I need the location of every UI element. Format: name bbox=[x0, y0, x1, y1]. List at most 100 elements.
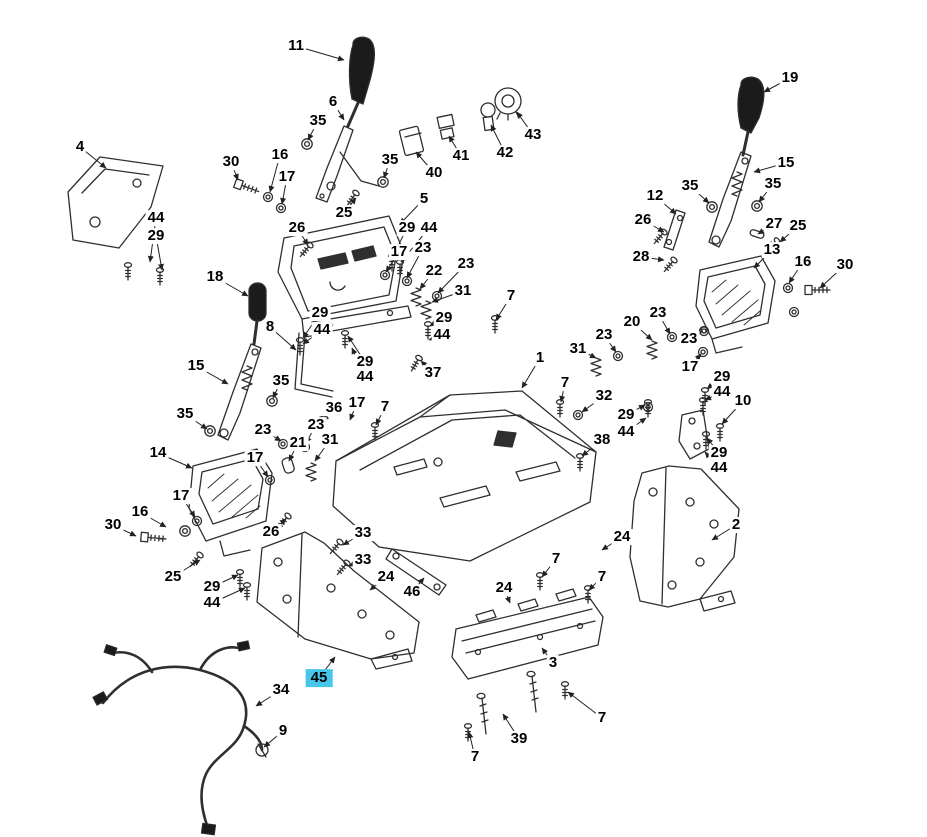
callout-22: 22 bbox=[423, 262, 445, 280]
callout-7: 7 bbox=[504, 287, 518, 305]
part-41-connector bbox=[436, 113, 455, 140]
callout-44: 44 bbox=[311, 321, 333, 339]
callout-44: 44 bbox=[615, 423, 637, 441]
callout-9: 9 bbox=[276, 722, 290, 740]
callout-1: 1 bbox=[533, 349, 547, 367]
callout-21: 21 bbox=[287, 434, 309, 452]
part-5-console-bracket bbox=[277, 215, 405, 338]
callout-35: 35 bbox=[379, 151, 401, 169]
callout-17: 17 bbox=[276, 168, 298, 186]
callout-29: 29 bbox=[615, 406, 637, 424]
callout-35: 35 bbox=[679, 177, 701, 195]
callout-7: 7 bbox=[378, 398, 392, 416]
callout-13: 13 bbox=[761, 241, 783, 259]
callout-26: 26 bbox=[632, 211, 654, 229]
part-15-lever-right bbox=[708, 151, 752, 248]
callout-33: 33 bbox=[352, 524, 374, 542]
part-13-bracket bbox=[695, 255, 776, 354]
part-6-lever bbox=[315, 125, 380, 203]
callout-24: 24 bbox=[375, 568, 397, 586]
part-43-ignition-switch bbox=[494, 87, 522, 121]
callout-14: 14 bbox=[147, 444, 169, 462]
callout-7: 7 bbox=[549, 550, 563, 568]
callout-15: 15 bbox=[185, 357, 207, 375]
callout-7: 7 bbox=[558, 374, 572, 392]
callout-25: 25 bbox=[333, 204, 355, 222]
callout-40: 40 bbox=[423, 164, 445, 182]
callout-4: 4 bbox=[73, 138, 87, 156]
part-45-side-plate bbox=[256, 531, 420, 670]
callout-3: 3 bbox=[546, 654, 560, 672]
part-11-shift-handle bbox=[346, 36, 376, 128]
callout-25: 25 bbox=[787, 217, 809, 235]
part-3-plate bbox=[451, 588, 604, 680]
callout-25: 25 bbox=[162, 568, 184, 586]
callout-29: 29 bbox=[708, 444, 730, 462]
callout-8: 8 bbox=[263, 318, 277, 336]
callout-17: 17 bbox=[346, 394, 368, 412]
part-19-handle bbox=[737, 76, 765, 157]
callout-44: 44 bbox=[418, 219, 440, 237]
callout-16: 16 bbox=[129, 503, 151, 521]
callout-17: 17 bbox=[388, 243, 410, 261]
callout-29: 29 bbox=[396, 219, 418, 237]
callout-23: 23 bbox=[647, 304, 669, 322]
callout-31: 31 bbox=[567, 340, 589, 358]
callout-31: 31 bbox=[452, 282, 474, 300]
callout-12: 12 bbox=[644, 187, 666, 205]
callout-19: 19 bbox=[779, 69, 801, 87]
callout-33: 33 bbox=[352, 551, 374, 569]
part-4-bracket bbox=[67, 156, 164, 249]
callout-35: 35 bbox=[174, 405, 196, 423]
callout-37: 37 bbox=[422, 364, 444, 382]
callout-7: 7 bbox=[595, 568, 609, 586]
callout-17: 17 bbox=[244, 449, 266, 467]
callout-26: 26 bbox=[260, 523, 282, 541]
part-2-side-plate bbox=[629, 465, 740, 612]
callout-45: 45 bbox=[305, 669, 333, 687]
callout-34: 34 bbox=[270, 681, 292, 699]
callout-28: 28 bbox=[630, 248, 652, 266]
callout-15: 15 bbox=[775, 154, 797, 172]
callout-29: 29 bbox=[201, 578, 223, 596]
callout-29: 29 bbox=[711, 368, 733, 386]
callout-42: 42 bbox=[494, 144, 516, 162]
part-18-knob bbox=[248, 282, 267, 346]
callout-17: 17 bbox=[170, 487, 192, 505]
callout-23: 23 bbox=[412, 239, 434, 257]
callout-31: 31 bbox=[319, 431, 341, 449]
callout-44: 44 bbox=[708, 459, 730, 477]
part-42-key bbox=[480, 102, 496, 132]
callout-24: 24 bbox=[611, 528, 633, 546]
part-10-bracket bbox=[678, 409, 710, 460]
part-40-switch bbox=[398, 125, 425, 157]
callout-20: 20 bbox=[621, 313, 643, 331]
callout-44: 44 bbox=[354, 368, 376, 386]
callout-35: 35 bbox=[270, 372, 292, 390]
callout-2: 2 bbox=[729, 516, 743, 534]
part-12-bracket bbox=[663, 209, 686, 251]
callout-7: 7 bbox=[468, 748, 482, 766]
part-21-spacer bbox=[281, 457, 295, 474]
callout-30: 30 bbox=[102, 516, 124, 534]
callout-46: 46 bbox=[401, 583, 423, 601]
callout-29: 29 bbox=[309, 304, 331, 322]
part-15-lever-left bbox=[217, 343, 262, 441]
callout-32: 32 bbox=[593, 387, 615, 405]
callout-29: 29 bbox=[354, 353, 376, 371]
callout-35: 35 bbox=[307, 112, 329, 130]
part-1-console bbox=[332, 390, 597, 562]
callout-23: 23 bbox=[678, 330, 700, 348]
callout-7: 7 bbox=[595, 709, 609, 727]
callout-39: 39 bbox=[508, 730, 530, 748]
callout-11: 11 bbox=[286, 37, 306, 55]
callout-30: 30 bbox=[220, 153, 242, 171]
callout-23: 23 bbox=[455, 255, 477, 273]
callout-17: 17 bbox=[679, 358, 701, 376]
callout-41: 41 bbox=[450, 147, 472, 165]
callout-44: 44 bbox=[145, 209, 167, 227]
callout-23: 23 bbox=[252, 421, 274, 439]
callout-23: 23 bbox=[593, 326, 615, 344]
callout-44: 44 bbox=[711, 383, 733, 401]
